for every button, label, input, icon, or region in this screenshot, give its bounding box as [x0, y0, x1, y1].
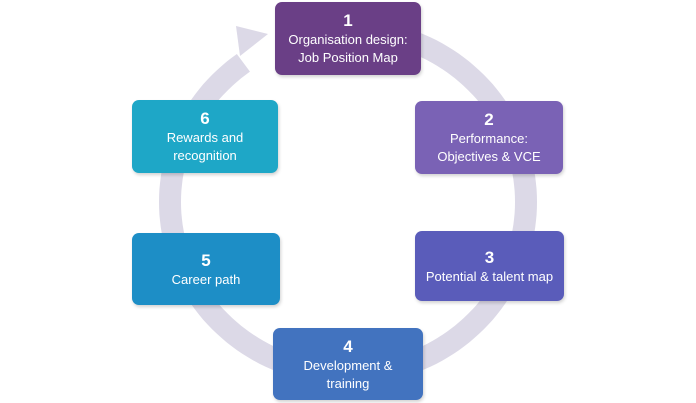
step-6-label-line-2: recognition: [173, 148, 237, 163]
step-1-box: 1 Organisation design: Job Position Map: [275, 2, 421, 75]
step-4-label-line-1: Development &: [303, 357, 393, 373]
step-2-label-line-1: Performance:: [449, 131, 529, 146]
step-5-label-line-1: Career path: [171, 271, 241, 287]
step-6-label-line-1: Rewards and: [166, 130, 244, 145]
step-1-label-line-1: Organisation design:: [288, 32, 408, 47]
step-6-box: 6 Rewards and recognition: [132, 100, 278, 173]
cycle-arc: [158, 18, 538, 386]
step-4-box: 4 Development & training: [273, 328, 423, 400]
step-2-number: 2: [484, 110, 494, 129]
step-1-label-line-2: Job Position Map: [298, 50, 398, 65]
step-2-box: 2 Performance: Objectives & VCE: [415, 101, 563, 174]
cycle-arrowhead-icon: [236, 26, 268, 56]
step-3-label-line-1: Potential & talent map: [425, 268, 554, 284]
step-1-number: 1: [343, 11, 353, 30]
step-3-box: 3 Potential & talent map: [415, 231, 564, 301]
step-4-number: 4: [343, 336, 353, 356]
step-5-box: 5 Career path: [132, 233, 280, 305]
step-5-number: 5: [201, 250, 211, 270]
step-4-label-line-2: training: [326, 375, 370, 391]
step-3-number: 3: [484, 247, 495, 267]
step-6-number: 6: [200, 109, 210, 128]
step-2-label-line-2: Objectives & VCE: [437, 149, 541, 164]
